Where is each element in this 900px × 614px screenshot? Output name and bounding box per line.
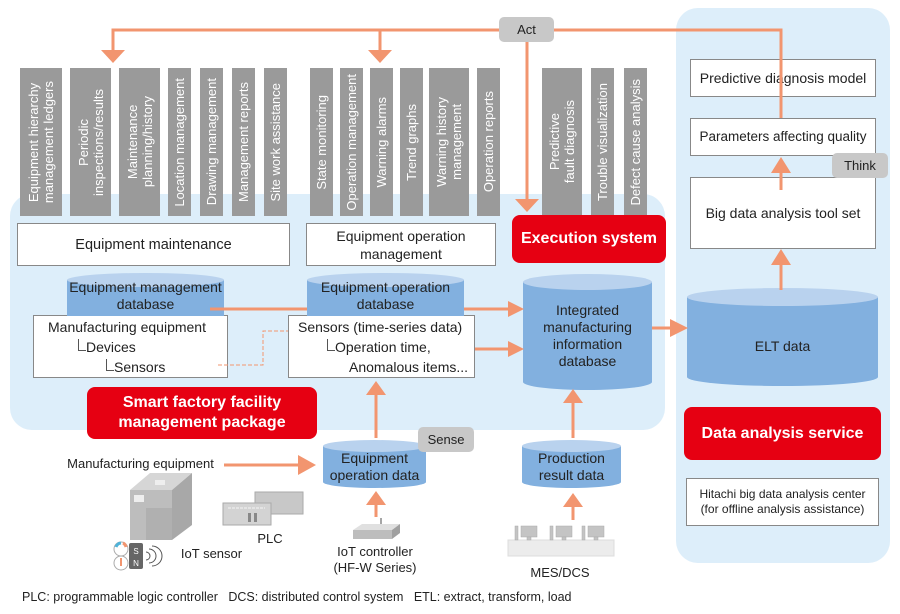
production-result-data-cylinder [522, 440, 621, 488]
sensor-line-time-series: Sensors (time-series data) [298, 319, 463, 335]
equipment-management-db-label: Equipment management database [69, 279, 222, 312]
equipment-operation-db-label: Equipment operation database [320, 279, 451, 312]
hierarchy-line-sensors: Sensors [114, 359, 166, 375]
equipment-operation-data-cylinder [323, 440, 426, 488]
data-flow-arrowheads [298, 301, 688, 507]
data-analysis-panel [676, 8, 890, 563]
parameters-affecting-quality-box: Parameters affecting quality [690, 118, 876, 156]
svg-text:N: N [133, 559, 139, 568]
act-tag: Act [499, 17, 554, 42]
function-bar-location-management: Location management [168, 68, 191, 216]
function-bar-operation-reports: Operation reports [477, 68, 500, 216]
sense-tag: Sense [418, 427, 474, 452]
manufacturing-equipment-label: Manufacturing equipment [67, 456, 214, 471]
sensor-line-operation-time: Operation time, [335, 339, 431, 355]
data-flow-lines [210, 307, 672, 520]
equipment-maintenance-box: Equipment maintenance [17, 223, 290, 266]
iot-controller-icon [353, 518, 400, 539]
equipment-hierarchy-box: Manufacturing equipment Devices Sensors [33, 315, 228, 378]
iot-sensor-label: IoT sensor [180, 546, 243, 561]
function-bar-maintenance-planning: Maintenance planning/history [119, 68, 160, 216]
function-bar-site-work-assistance: Site work assistance [264, 68, 287, 216]
production-result-data-label: Production result data [538, 450, 605, 483]
act-feedback-arrows [111, 28, 783, 200]
function-bar-state-monitoring: State monitoring [310, 68, 333, 216]
function-bar-equipment-ledgers: Equipment hierarchy management ledgers [20, 68, 62, 216]
data-analysis-service-label: Data analysis service [684, 407, 881, 460]
arrowhead-to-bigdata [771, 249, 791, 265]
hierarchy-connector-1 [78, 339, 86, 351]
function-bar-predictive-fault-diagnosis: Predictive fault diagnosis [542, 68, 582, 216]
hitachi-analysis-center-box: Hitachi big data analysis center (for of… [686, 478, 879, 526]
plc-icon [222, 491, 304, 526]
mes-dcs-label: MES/DCS [530, 565, 590, 580]
function-bar-warning-history: Warning history management [429, 68, 469, 216]
big-data-tool-set-box: Big data analysis tool set [690, 177, 876, 249]
iot-controller-label: IoT controller (HF-W Series) [333, 544, 417, 575]
iot-sensor-icon: S N [113, 541, 163, 571]
integrated-db-label: Integrated manufacturing information dat… [543, 302, 632, 369]
equipment-operation-data-label: Equipment operation data [329, 450, 420, 483]
function-bar-management-reports: Management reports [232, 68, 255, 216]
arrowhead-to-parameters [771, 157, 791, 173]
function-bar-trend-graphs: Trend graphs [400, 68, 423, 216]
predictive-diagnosis-model-box: Predictive diagnosis model [690, 59, 876, 97]
function-bar-periodic-inspections: Periodic inspections/results [70, 68, 111, 216]
mes-dcs-icon [507, 525, 615, 557]
think-tag: Think [832, 153, 888, 178]
equipment-operation-db-cylinder [307, 273, 464, 316]
hierarchy-connector-2 [106, 359, 114, 371]
function-bar-warning-alarms: Warning alarms [370, 68, 393, 216]
arrowhead-maintenance [101, 50, 125, 63]
svg-text:S: S [133, 547, 138, 556]
equipment-management-db-cylinder [67, 273, 224, 316]
hierarchy-line-devices: Devices [86, 339, 136, 355]
elt-data-label: ELT data [754, 337, 811, 354]
sensor-link-dashed [218, 330, 288, 366]
sensor-connector [327, 339, 335, 351]
elt-data-cylinder [687, 288, 878, 386]
sensor-line-anomalous-items: Anomalous items... [349, 359, 469, 375]
arrowhead-operation [368, 50, 392, 63]
sensor-data-box: Sensors (time-series data) Operation tim… [288, 315, 475, 378]
abbreviation-footnote: PLC: programmable logic controller DCS: … [22, 590, 572, 604]
execution-system-label: Execution system [512, 215, 666, 263]
function-bar-operation-management: Operation management [340, 68, 363, 216]
function-bar-trouble-visualization: Trouble visualization [591, 68, 614, 216]
arrowhead-execution [515, 199, 539, 212]
function-bar-defect-cause-analysis: Defect cause analysis [624, 68, 647, 216]
smart-factory-package-label: Smart factory facility management packag… [87, 387, 317, 439]
manufacturing-equipment-icon [130, 473, 192, 540]
equipment-operation-management-box: Equipment operation management [306, 223, 496, 266]
hierarchy-line-manufacturing-equipment: Manufacturing equipment [48, 319, 206, 335]
function-bar-drawing-management: Drawing management [200, 68, 223, 216]
act-arrowheads [101, 50, 539, 212]
integrated-db-cylinder [523, 274, 652, 390]
plc-label: PLC [257, 531, 283, 546]
